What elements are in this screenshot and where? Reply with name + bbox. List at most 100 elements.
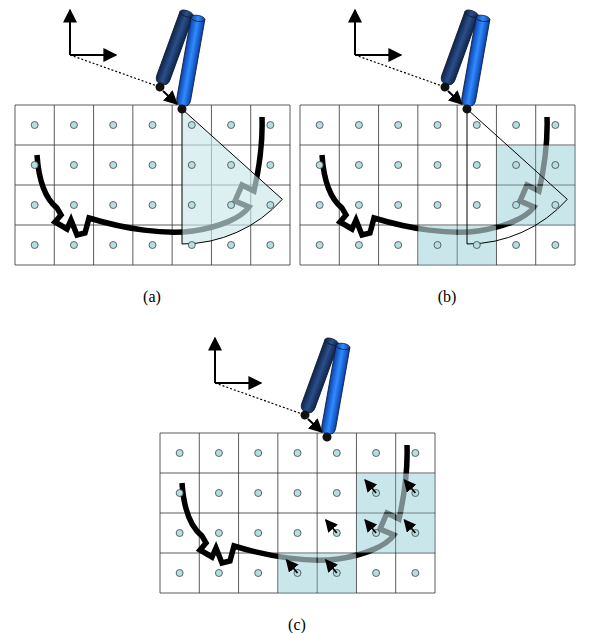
- cell-center: [473, 242, 480, 249]
- cell-center: [395, 122, 402, 129]
- active-cell: [396, 473, 435, 513]
- cell-center: [294, 450, 301, 457]
- active-cell: [278, 553, 317, 593]
- cell-center: [176, 530, 183, 537]
- active-cell: [496, 185, 535, 225]
- cell-center: [373, 570, 380, 577]
- current-probe: [319, 342, 350, 442]
- cell-center: [355, 122, 362, 129]
- cell-center: [395, 162, 402, 169]
- cell-center: [333, 450, 340, 457]
- cell-center: [255, 570, 262, 577]
- cell-center: [110, 202, 117, 209]
- panel: [160, 336, 435, 593]
- axis: [355, 54, 401, 56]
- active-cell: [356, 513, 395, 553]
- cell-center: [294, 490, 301, 497]
- cell-center: [412, 450, 419, 457]
- cell-center: [434, 242, 441, 249]
- cell-center: [395, 242, 402, 249]
- cell-center: [434, 162, 441, 169]
- cell-center: [176, 490, 183, 497]
- cell-center: [188, 202, 195, 209]
- gradient-arrow: [404, 520, 415, 533]
- pose-line: [215, 383, 305, 415]
- axis: [214, 338, 216, 383]
- cell-center: [110, 122, 117, 129]
- surface-curve: [182, 445, 407, 563]
- cell-center: [552, 242, 559, 249]
- axis: [70, 54, 116, 56]
- cell-center: [473, 122, 480, 129]
- cell-center: [70, 162, 77, 169]
- cell-center: [215, 490, 222, 497]
- cell-center: [255, 490, 262, 497]
- cell-center: [31, 162, 38, 169]
- active-cell: [418, 225, 457, 265]
- cell-center: [267, 162, 274, 169]
- active-cell: [457, 225, 496, 265]
- cell-center: [355, 202, 362, 209]
- cell-center: [412, 570, 419, 577]
- cell-center: [267, 202, 274, 209]
- cell-center: [149, 202, 156, 209]
- cell-center: [333, 490, 340, 497]
- cell-center: [176, 450, 183, 457]
- pose-line: [355, 55, 445, 87]
- cell-center: [188, 122, 195, 129]
- cell-center: [31, 122, 38, 129]
- cell-center: [513, 162, 520, 169]
- active-cell: [356, 473, 395, 513]
- cell-center: [149, 122, 156, 129]
- cell-center: [215, 530, 222, 537]
- cell-center: [513, 242, 520, 249]
- cell-center: [70, 202, 77, 209]
- cell-center: [473, 162, 480, 169]
- cell-center: [110, 242, 117, 249]
- gradient-arrow: [365, 520, 376, 533]
- motion-arrow: [448, 91, 462, 104]
- cell-center: [267, 122, 274, 129]
- motion-arrow: [163, 91, 177, 104]
- cell-center: [513, 122, 520, 129]
- axis: [354, 10, 356, 55]
- cell-center: [473, 202, 480, 209]
- cell-center: [255, 530, 262, 537]
- cell-center: [552, 162, 559, 169]
- cell-center: [552, 122, 559, 129]
- cell-center: [188, 242, 195, 249]
- sensor-cone: [182, 109, 282, 244]
- grid: [160, 433, 435, 593]
- cell-center: [316, 162, 323, 169]
- active-cell: [536, 185, 575, 225]
- cell-center: [149, 162, 156, 169]
- cell-center: [31, 242, 38, 249]
- gradient-arrow: [287, 560, 298, 573]
- gradient-arrow: [326, 520, 337, 533]
- cell-center: [228, 242, 235, 249]
- axis: [69, 10, 71, 55]
- cell-center: [434, 122, 441, 129]
- cell-center: [316, 242, 323, 249]
- grid: [300, 105, 575, 265]
- current-probe: [459, 14, 490, 114]
- cell-center: [149, 242, 156, 249]
- cell-center: [316, 122, 323, 129]
- cell-center: [228, 122, 235, 129]
- motion-arrow: [308, 419, 322, 432]
- grid: [15, 105, 290, 265]
- axis: [215, 382, 261, 384]
- gradient-arrow: [365, 480, 376, 493]
- cell-center: [215, 570, 222, 577]
- cell-center: [513, 202, 520, 209]
- cell-center: [31, 202, 38, 209]
- cell-center: [355, 242, 362, 249]
- cell-center: [395, 202, 402, 209]
- cell-center: [294, 530, 301, 537]
- active-cell: [536, 145, 575, 185]
- cell-center: [70, 242, 77, 249]
- surface-curve: [322, 117, 547, 235]
- gradient-arrow: [326, 560, 337, 573]
